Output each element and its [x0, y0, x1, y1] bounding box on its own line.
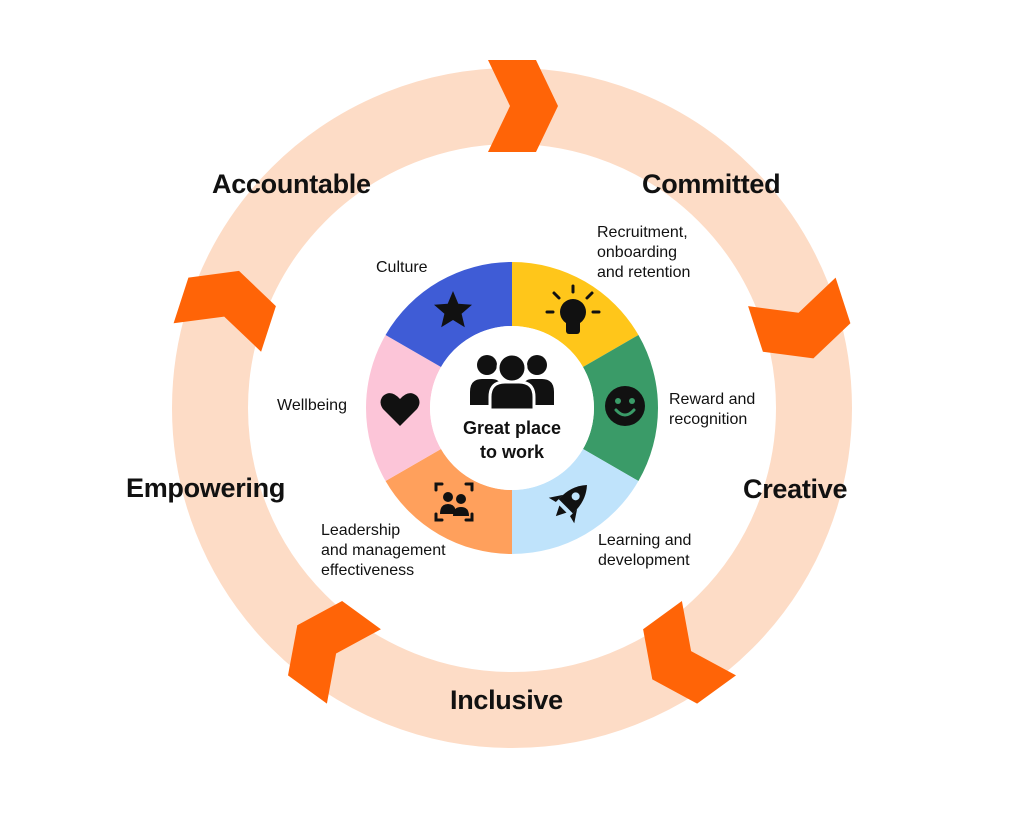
rocket-icon	[548, 485, 587, 524]
segment-label-line: Learning and	[598, 532, 692, 549]
cycle-arrow	[288, 601, 381, 704]
cycle-arrow	[173, 270, 276, 352]
lightbulb-icon	[545, 284, 601, 334]
cycle-arrow	[748, 277, 851, 359]
segment-label-line: and management	[321, 542, 446, 559]
segment-label-line: onboarding	[597, 244, 678, 261]
team-leader-icon	[434, 482, 474, 522]
segment-label-line: Wellbeing	[277, 397, 347, 414]
value-label-committed: Committed	[642, 169, 781, 199]
smiley-icon	[605, 386, 645, 426]
segment-label-leadership: Leadership and management effectiveness	[321, 521, 446, 581]
segment-label-recruitment: Recruitment, onboarding and retention	[597, 223, 690, 283]
segment-label-line: Reward and	[669, 391, 756, 408]
segment-label-reward: Reward and recognition	[669, 390, 755, 430]
segment-label-culture: Culture	[376, 258, 428, 278]
segment-label-line: recognition	[669, 411, 748, 428]
value-label-inclusive: Inclusive	[450, 685, 563, 715]
cycle-arrow	[643, 601, 736, 704]
segment-label-line: Culture	[376, 259, 428, 276]
value-label-accountable: Accountable	[212, 169, 371, 199]
cycle-arrows	[173, 60, 851, 704]
star-icon	[434, 291, 472, 328]
segment-label-wellbeing: Wellbeing	[277, 396, 347, 416]
value-label-empowering: Empowering	[126, 473, 286, 503]
segment-label-learning: Learning and development	[598, 531, 691, 571]
value-label-creative: Creative	[743, 474, 848, 504]
segment-label-line: effectiveness	[321, 562, 415, 579]
center-title-line1: Great place	[462, 418, 562, 438]
cycle-arrow	[488, 60, 558, 152]
people-group-icon	[470, 352, 554, 412]
segment-label-line: development	[598, 552, 690, 569]
segment-label-line: Recruitment,	[597, 224, 688, 241]
center-title: Great place to work	[432, 416, 592, 464]
heart-icon	[380, 393, 420, 426]
center-title-line2: to work	[479, 442, 544, 462]
segment-label-line: and retention	[597, 264, 691, 281]
segment-label-line: Leadership	[321, 522, 401, 539]
